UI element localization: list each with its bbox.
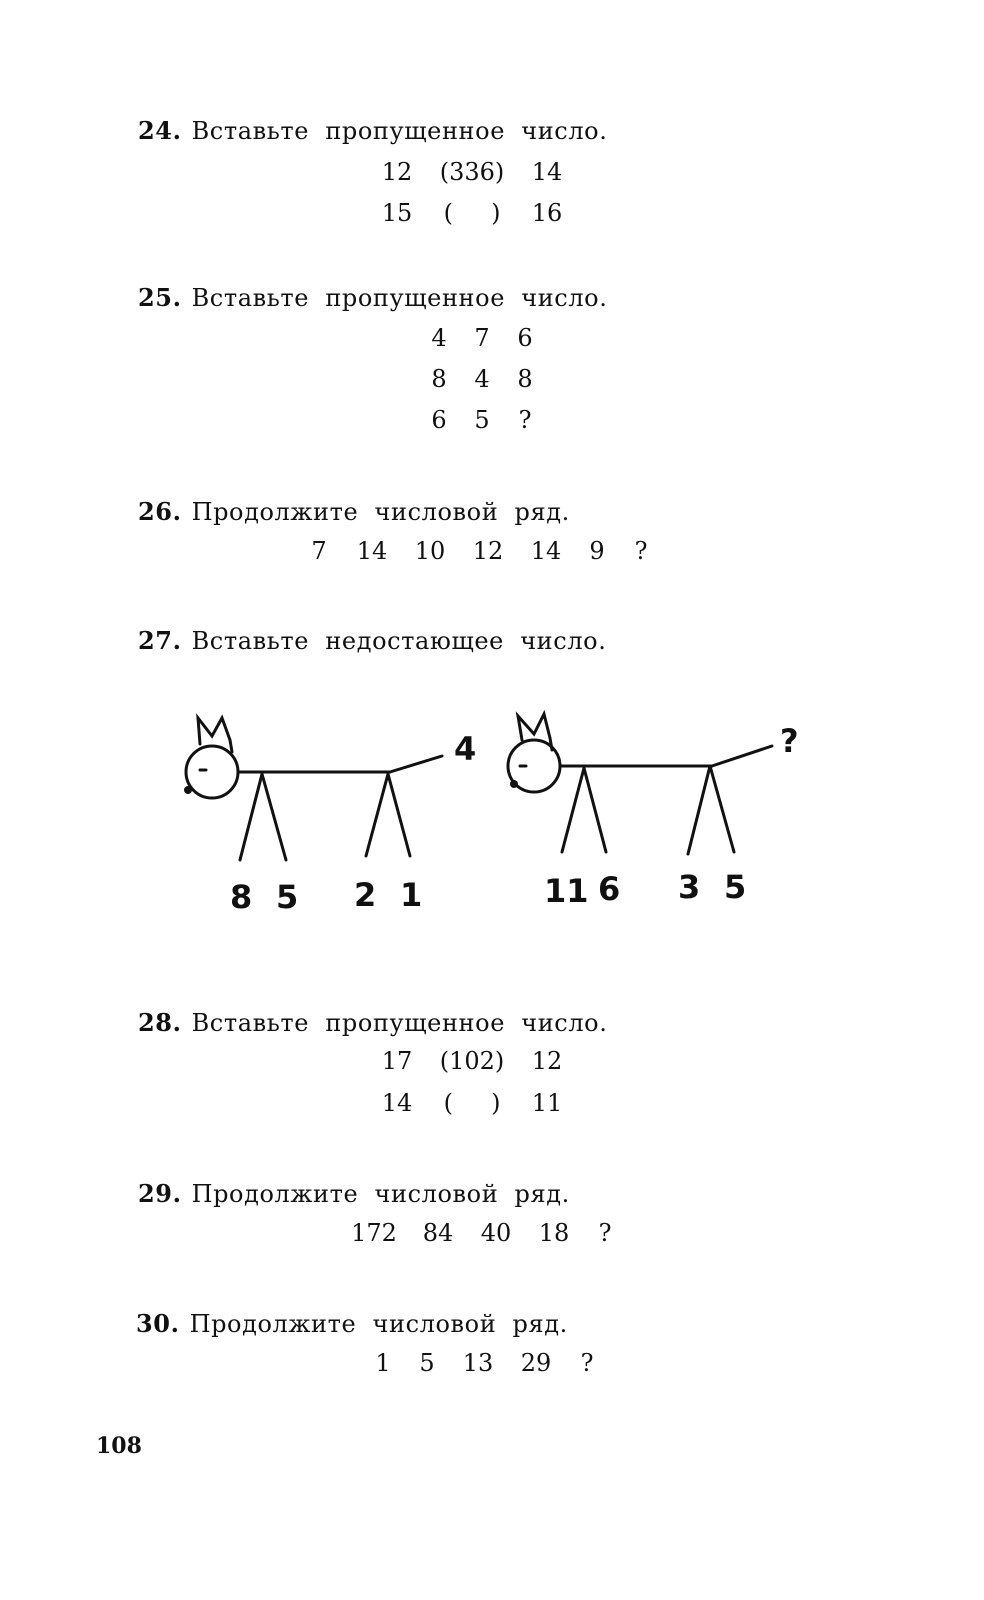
value-cell: 11 <box>531 1089 563 1117</box>
value-cell: ? <box>518 406 532 434</box>
question-number: 25. <box>138 283 182 312</box>
leg-number: 5 <box>276 878 298 916</box>
question-29-heading: 29. Продолжите числовой ряд. <box>138 1179 570 1208</box>
value-cell: 8 <box>431 365 447 393</box>
cat-figure-2 <box>506 709 774 856</box>
question-28-heading: 28. Вставьте пропущенное число. <box>138 1008 607 1037</box>
value-cell: 6 <box>517 324 533 352</box>
cat-head <box>184 744 240 800</box>
series-value: ? <box>580 1349 594 1377</box>
leg-number: 1 <box>400 876 422 914</box>
question-number: 24. <box>138 116 182 145</box>
question-number: 27. <box>138 626 182 655</box>
value-cell: 14 <box>531 158 563 186</box>
series-value: ? <box>634 537 648 565</box>
question-text: Вставьте пропущенное число. <box>191 1009 608 1037</box>
series-value: 5 <box>419 1349 435 1377</box>
series-value: 12 <box>472 537 504 565</box>
question-number: 29. <box>138 1179 182 1208</box>
series-value: 13 <box>462 1349 494 1377</box>
question-text: Продолжите числовой ряд. <box>189 1310 568 1338</box>
page-number: 108 <box>96 1433 142 1459</box>
question-30-heading: 30. Продолжите числовой ряд. <box>136 1309 568 1338</box>
series-value: 172 <box>351 1219 397 1247</box>
question-27-heading: 27. Вставьте недостающее число. <box>138 626 606 655</box>
question-text: Вставьте пропущенное число. <box>191 117 608 145</box>
value-cell: 7 <box>474 324 490 352</box>
series-value: 9 <box>589 537 605 565</box>
question-24-heading: 24. Вставьте пропущенное число. <box>138 116 607 145</box>
value-cell: 4 <box>431 324 447 352</box>
cat-ears <box>196 713 234 754</box>
leg-number: 3 <box>678 868 700 906</box>
question-25-heading: 25. Вставьте пропущенное число. <box>138 283 607 312</box>
question-number: 26. <box>138 497 182 526</box>
series-value: 10 <box>414 537 446 565</box>
cat-front-legs <box>238 772 288 862</box>
tail-number: ? <box>780 722 799 760</box>
series-value: 40 <box>480 1219 512 1247</box>
leg-number: 8 <box>230 878 252 916</box>
leg-number: 5 <box>724 868 746 906</box>
value-cell: 12 <box>531 1047 563 1075</box>
question-number: 28. <box>138 1008 182 1037</box>
blank-cell: ( ) <box>443 1089 501 1117</box>
question-text: Вставьте пропущенное число. <box>191 284 608 312</box>
series-value: ? <box>598 1219 612 1247</box>
series-value: 14 <box>530 537 562 565</box>
cat-front-legs <box>560 766 608 854</box>
question-26-heading: 26. Продолжите числовой ряд. <box>138 497 570 526</box>
tail-number: 4 <box>454 730 476 768</box>
cat-figures-diagram: 4 8 5 2 1 ? 11 6 3 5 <box>184 709 799 916</box>
series-value: 84 <box>422 1219 454 1247</box>
cat-ears <box>515 709 554 752</box>
value-cell: 5 <box>474 406 490 434</box>
leg-number: 2 <box>354 876 376 914</box>
value-cell: 15 <box>381 199 413 227</box>
leg-number: 11 <box>544 872 589 910</box>
series-value: 18 <box>538 1219 570 1247</box>
cat-figure-1 <box>184 713 444 862</box>
series-value: 1 <box>375 1349 391 1377</box>
question-text: Вставьте недостающее число. <box>191 627 607 655</box>
series-value: 29 <box>520 1349 552 1377</box>
value-cell: 6 <box>431 406 447 434</box>
series-value: 14 <box>356 537 388 565</box>
leg-number: 6 <box>598 870 620 908</box>
value-cell: 12 <box>381 158 413 186</box>
cat-back-legs <box>364 772 412 858</box>
cat-tail <box>388 754 444 774</box>
value-cell: (102) <box>439 1047 505 1075</box>
value-cell: 14 <box>381 1089 413 1117</box>
series-value: 7 <box>311 537 327 565</box>
cat-nose <box>184 786 192 794</box>
cat-tail <box>710 744 774 768</box>
value-cell: 16 <box>531 199 563 227</box>
question-number: 30. <box>136 1309 180 1338</box>
value-cell: (336) <box>439 158 505 186</box>
cat-nose <box>510 780 518 788</box>
value-cell: 4 <box>474 365 490 393</box>
value-cell: 17 <box>381 1047 413 1075</box>
blank-cell: ( ) <box>443 199 501 227</box>
value-cell: 8 <box>517 365 533 393</box>
question-text: Продолжите числовой ряд. <box>191 1180 570 1208</box>
question-text: Продолжите числовой ряд. <box>191 498 570 526</box>
cat-back-legs <box>686 764 736 856</box>
